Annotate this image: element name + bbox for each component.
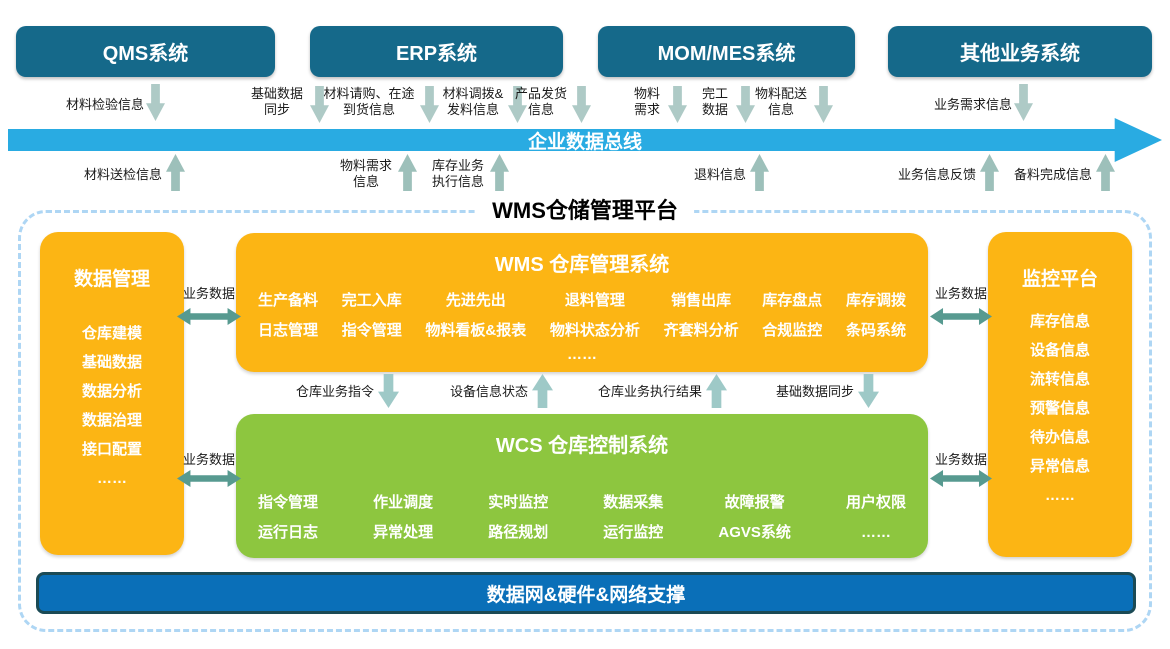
flow-label: 库存业务执行信息 — [431, 158, 484, 189]
up-arrow-icon — [980, 154, 999, 191]
up-arrow-icon — [398, 154, 417, 191]
panel-item: …… — [860, 524, 891, 541]
flow-label: 业务数据 — [934, 452, 987, 467]
panel-item: 生产备料 — [258, 292, 319, 309]
up-arrow-icon — [1096, 154, 1115, 191]
wms-panel: WMS 仓库管理系统 生产备料日志管理 完工入库指令管理 先进先出物料看板&报表… — [236, 233, 928, 372]
panel-item: 数据治理 — [81, 412, 142, 429]
down-arrow-icon — [146, 84, 165, 121]
flow-label: 业务数据 — [934, 286, 987, 301]
panel-item: 基础数据 — [81, 354, 142, 371]
panel-title: WCS 仓库控制系统 — [495, 435, 669, 457]
system-box-qms: QMS系统 — [16, 26, 275, 77]
panel-item: 库存调拨 — [845, 292, 906, 309]
flow-label: 业务数据 — [182, 286, 235, 301]
panel-item: 运行监控 — [603, 524, 664, 541]
flow-label: 业务信息反馈 — [897, 167, 976, 182]
flow-label: 备料完成信息 — [1013, 167, 1092, 182]
data-management-panel: 数据管理 仓库建模 基础数据 数据分析 数据治理 接口配置 …… — [40, 232, 184, 555]
panel-item: AGVS系统 — [718, 524, 791, 541]
panel-item-more: …… — [567, 346, 597, 363]
panel-item: 数据分析 — [81, 383, 142, 400]
down-arrow-icon — [420, 86, 439, 123]
flow-label: 物料需求 — [633, 86, 660, 117]
down-arrow-icon — [668, 86, 687, 123]
panel-title: 监控平台 — [1021, 269, 1098, 290]
up-arrow-icon — [166, 154, 185, 191]
panel-item: 完工入库 — [341, 292, 402, 309]
flow-label: 仓库业务指令 — [295, 384, 374, 399]
flow-label: 材料请购、在途到货信息 — [323, 86, 415, 117]
panel-item: 先进先出 — [445, 292, 506, 309]
panel-item: 物料状态分析 — [549, 322, 640, 339]
system-box-other: 其他业务系统 — [888, 26, 1152, 77]
up-arrow-icon — [490, 154, 509, 191]
panel-item-more: …… — [1045, 487, 1075, 504]
panel-item: 退料管理 — [564, 292, 625, 309]
down-arrow-icon — [1014, 84, 1033, 121]
flow-label: 物料需求信息 — [339, 158, 392, 189]
wcs-panel: WCS 仓库控制系统 指令管理运行日志 作业调度异常处理 实时监控路径规划 数据… — [236, 414, 928, 558]
panel-item: 销售出库 — [671, 292, 732, 309]
infrastructure-bar: 数据网&硬件&网络支撑 — [36, 572, 1136, 614]
panel-item: 运行日志 — [258, 524, 319, 541]
flow-label: 基础数据同步 — [250, 86, 303, 117]
flow-label: 退料信息 — [693, 167, 746, 182]
panel-item: 流转信息 — [1029, 371, 1090, 388]
panel-item-more: …… — [97, 470, 127, 487]
flow-label: 完工数据 — [701, 86, 728, 117]
panel-item: 库存信息 — [1029, 313, 1090, 330]
panel-item: 故障报警 — [724, 494, 785, 511]
panel-item: 接口配置 — [81, 441, 142, 458]
flow-label: 物料配送信息 — [754, 86, 807, 117]
panel-item: 齐套料分析 — [663, 322, 739, 339]
flow-label: 产品发货信息 — [514, 86, 567, 117]
flow-label: 材料调拨&发料信息 — [442, 86, 504, 117]
panel-item: 合规监控 — [762, 322, 823, 339]
panel-item: 待办信息 — [1029, 429, 1090, 446]
panel-item: 实时监控 — [488, 494, 549, 511]
down-arrow-icon — [814, 86, 833, 123]
panel-item: 异常信息 — [1029, 458, 1090, 475]
platform-title: WMS仓储管理平台 — [476, 193, 694, 225]
panel-item: 用户权限 — [845, 494, 906, 511]
panel-item: 作业调度 — [373, 494, 434, 511]
flow-label: 业务需求信息 — [933, 97, 1012, 112]
panel-item: 指令管理 — [258, 494, 319, 511]
system-box-erp: ERP系统 — [310, 26, 563, 77]
panel-title: WMS 仓库管理系统 — [494, 254, 670, 276]
flow-label: 业务数据 — [182, 452, 235, 467]
panel-item: 预警信息 — [1029, 400, 1090, 417]
panel-item: 库存盘点 — [762, 292, 823, 309]
panel-item: 异常处理 — [373, 524, 434, 541]
panel-item: 物料看板&报表 — [425, 322, 527, 339]
panel-item: 仓库建模 — [81, 325, 142, 342]
panel-item: 设备信息 — [1029, 342, 1090, 359]
panel-item: 条码系统 — [845, 322, 906, 339]
system-box-mes: MOM/MES系统 — [598, 26, 855, 77]
flow-label: 材料检验信息 — [65, 97, 144, 112]
panel-item: 数据采集 — [603, 494, 664, 511]
down-arrow-icon — [572, 86, 591, 123]
panel-item: 路径规划 — [488, 524, 549, 541]
monitor-panel: 监控平台 库存信息 设备信息 流转信息 预警信息 待办信息 异常信息 …… — [988, 232, 1132, 557]
up-arrow-icon — [750, 154, 769, 191]
flow-label: 基础数据同步 — [775, 384, 854, 399]
flow-label: 材料送检信息 — [83, 167, 162, 182]
infrastructure-bar-label: 数据网&硬件&网络支撑 — [486, 584, 686, 606]
bus-label: 企业数据总线 — [527, 131, 642, 153]
panel-item: 日志管理 — [258, 322, 319, 339]
flow-label: 设备信息状态 — [449, 384, 528, 399]
flow-label: 仓库业务执行结果 — [597, 384, 702, 399]
panel-title: 数据管理 — [73, 269, 150, 290]
panel-item: 指令管理 — [341, 322, 402, 339]
